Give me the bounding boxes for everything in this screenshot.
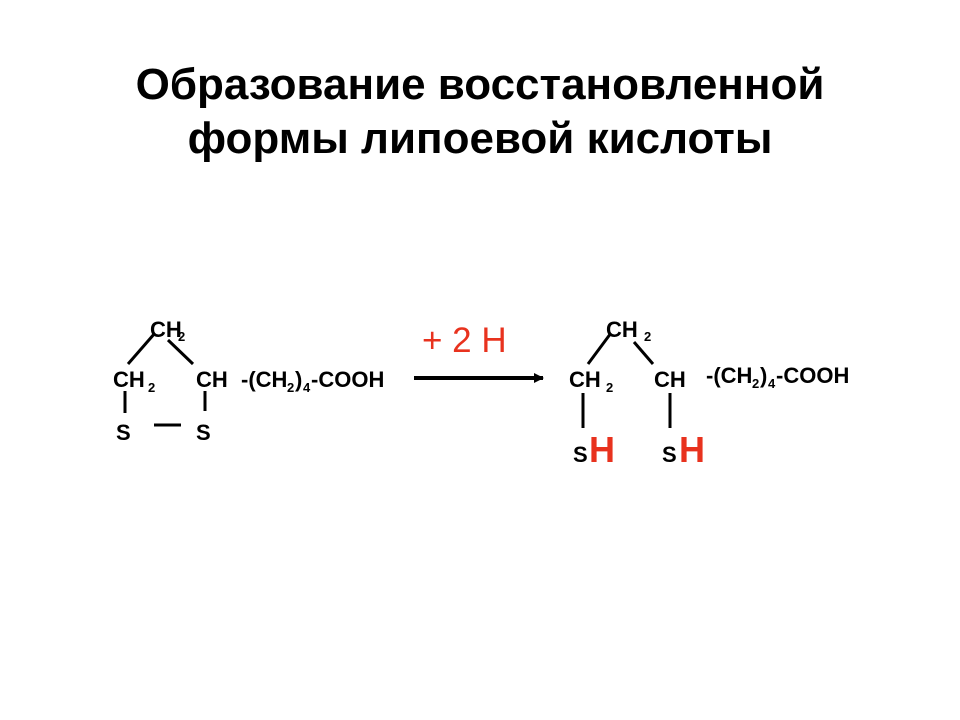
left-chain-sub1: 2	[287, 380, 294, 395]
right-chain-a: -(CH	[706, 363, 752, 388]
left-top-ch-sub: 2	[178, 329, 185, 344]
left-ch-right: CH	[196, 367, 228, 392]
right-chain-b: )	[760, 363, 767, 388]
slide-title: Образование восстановленной формы липоев…	[60, 58, 900, 166]
left-ch2-left-sub: 2	[148, 380, 155, 395]
right-hydrogen-1: H	[589, 429, 615, 470]
left-bond-top-right	[166, 338, 195, 366]
dihydrolipoic-acid-molecule: CH 2 CH 2 CH -(CH 2 ) 4 -COOH S H S H	[569, 317, 849, 470]
right-hydrogen-2: H	[679, 429, 705, 470]
right-ch-right: CH	[654, 367, 686, 392]
left-chain-sub2: 4	[303, 380, 311, 395]
right-bond-top-right	[632, 341, 655, 365]
title-line-2: формы липоевой кислоты	[187, 114, 773, 163]
left-top-ch: CH	[150, 317, 182, 342]
right-sulfur-1: S	[573, 442, 588, 467]
right-chain-sub2: 4	[768, 376, 776, 391]
left-ch2-left: CH	[113, 367, 145, 392]
right-chain-sub1: 2	[752, 376, 759, 391]
right-top-ch-sub: 2	[644, 329, 651, 344]
reaction-arrow-group: + 2 H	[414, 321, 544, 383]
lipoic-acid-molecule: CH 2 CH 2 CH -(CH 2 ) 4 -COOH S S	[113, 317, 384, 445]
left-sulfur-2: S	[196, 420, 211, 445]
right-bond-top-left	[586, 332, 613, 365]
left-chain-a: -(CH	[241, 367, 287, 392]
right-ch2-left-sub: 2	[606, 380, 613, 395]
reagent-label: + 2 H	[422, 321, 507, 360]
left-chain-c: -COOH	[311, 367, 384, 392]
left-side-chain: -(CH 2 ) 4 -COOH	[241, 367, 384, 395]
right-top-ch: CH	[606, 317, 638, 342]
title-line-1: Образование восстановленной	[135, 60, 825, 109]
right-side-chain: -(CH 2 ) 4 -COOH	[706, 363, 849, 391]
left-bond-top-left	[126, 332, 157, 365]
left-chain-b: )	[295, 367, 302, 392]
right-sulfur-2: S	[662, 442, 677, 467]
right-chain-c: -COOH	[776, 363, 849, 388]
right-ch2-left: CH	[569, 367, 601, 392]
left-sulfur-1: S	[116, 420, 131, 445]
